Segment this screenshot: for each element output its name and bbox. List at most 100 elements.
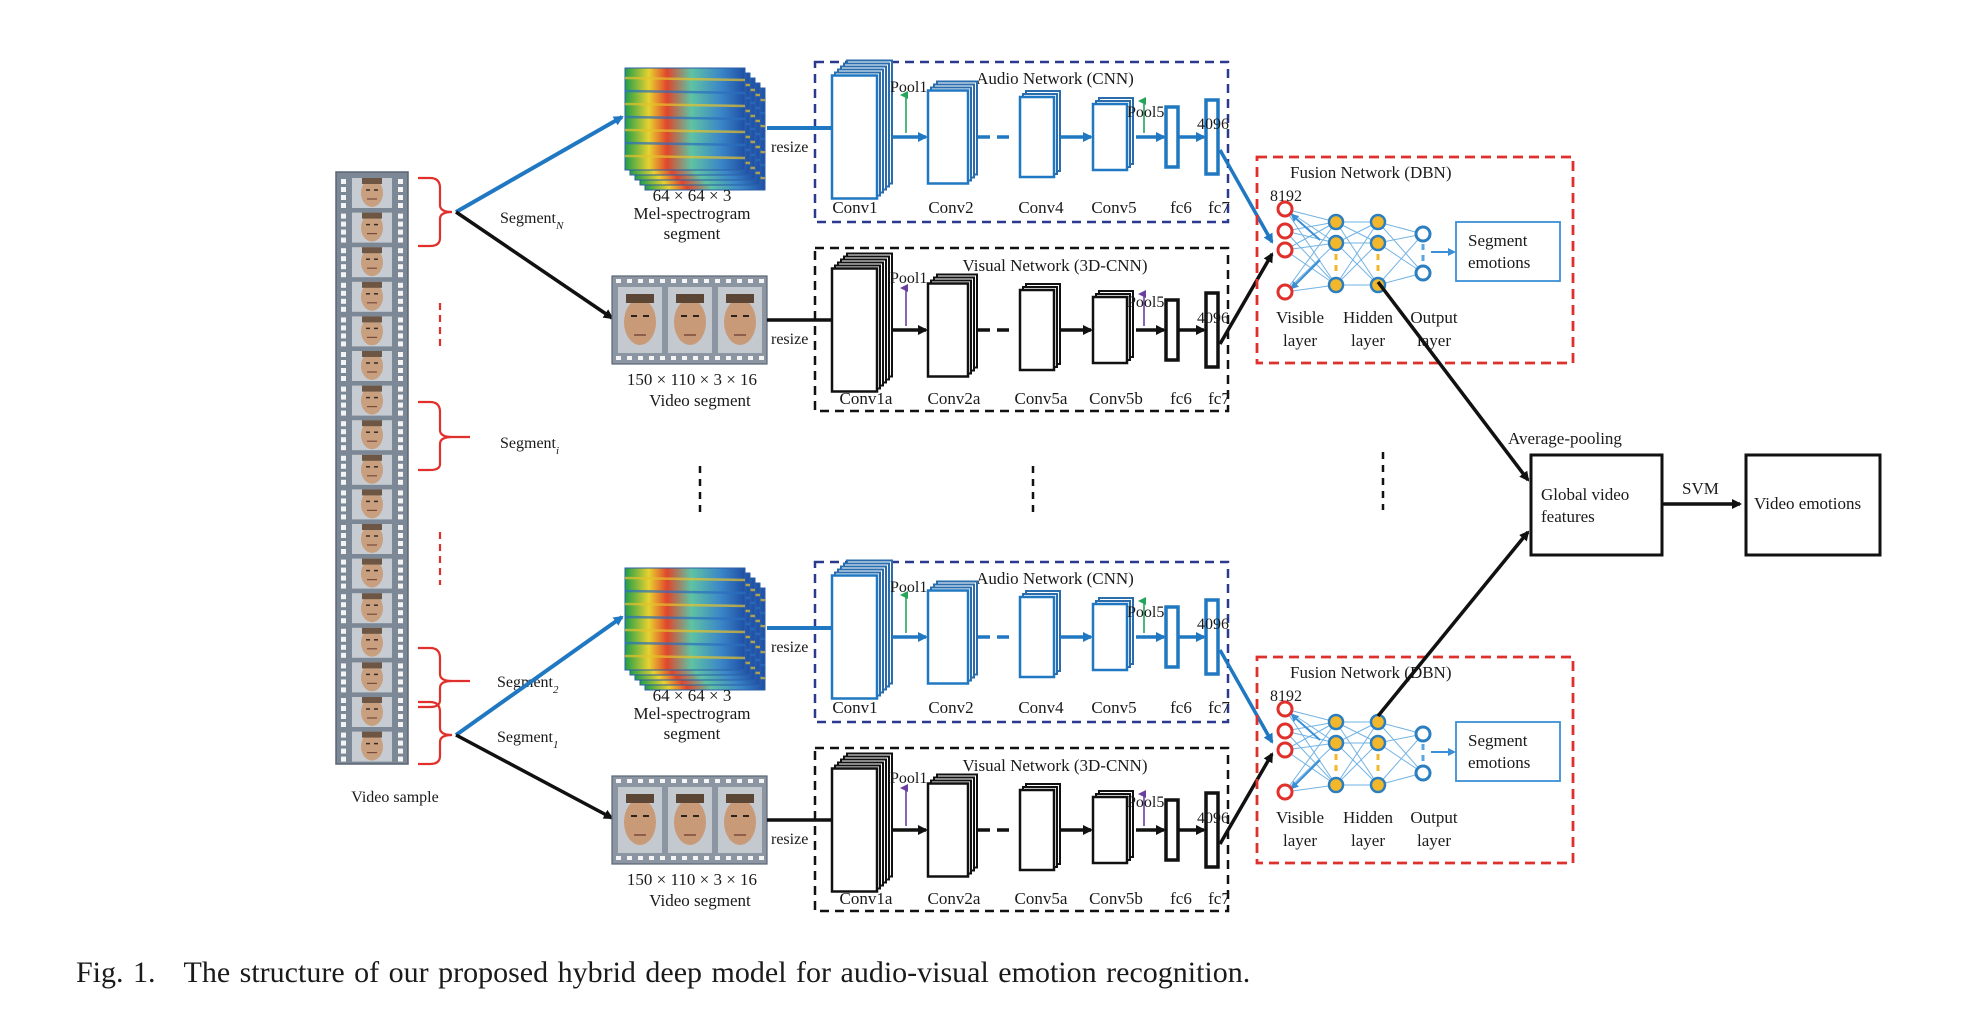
sprocket-hole	[341, 541, 346, 546]
sprocket-hole	[341, 714, 346, 719]
sprocket-hole	[616, 779, 621, 783]
sprocket-hole	[398, 679, 403, 685]
dbn-edge	[1284, 730, 1337, 786]
sprocket-hole	[715, 356, 720, 360]
segment-emotions-word: Segment	[1468, 231, 1528, 250]
segment-1-label: Segment1	[497, 729, 559, 751]
sprocket-hole	[398, 333, 403, 339]
sprocket-hole	[398, 628, 403, 634]
sprocket-hole	[341, 559, 346, 565]
film-frame	[352, 558, 392, 589]
visual-conv-layer	[1091, 295, 1129, 365]
spectrogram-band	[624, 89, 746, 95]
audio-fc-size: 4096	[1197, 616, 1229, 633]
sprocket-hole	[341, 341, 346, 347]
sprocket-hole	[398, 714, 403, 719]
sprocket-hole	[748, 779, 753, 783]
dbn-layer-label-line2: layer	[1283, 331, 1317, 350]
spectrogram-name-line2: segment	[664, 224, 721, 243]
visual-layer-6: fc7	[1208, 889, 1230, 908]
sprocket-hole	[726, 779, 731, 783]
sprocket-hole	[682, 779, 687, 783]
output-node	[1414, 264, 1432, 282]
visual-conv-layer	[830, 267, 879, 393]
sprocket-hole	[341, 594, 346, 600]
dbn-edge	[1284, 242, 1337, 251]
sprocket-hole	[341, 325, 346, 331]
dbn-backward-arrow	[1290, 713, 1321, 741]
hidden-node	[1327, 276, 1345, 294]
dbn-edge	[1335, 721, 1379, 786]
sprocket-hole	[398, 498, 403, 504]
face	[624, 299, 656, 345]
visual-fc6-bar	[1164, 798, 1180, 862]
spectrogram-band	[624, 115, 746, 121]
hair	[362, 697, 382, 703]
face-thumbnail	[361, 628, 383, 657]
sprocket-hole	[398, 514, 403, 520]
spectrogram-band	[624, 154, 746, 160]
dbn-backward-arrow	[1290, 259, 1321, 290]
segment-braces	[418, 176, 470, 766]
hair	[676, 794, 704, 803]
sprocket-hole	[682, 279, 687, 283]
audio-conv-layer	[1018, 95, 1056, 179]
hair	[726, 294, 754, 303]
sprocket-hole	[398, 352, 403, 357]
sprocket-hole	[398, 317, 403, 323]
sprocket-hole	[398, 402, 403, 408]
hair	[362, 558, 382, 565]
audio-conv-stack-4	[1091, 597, 1134, 672]
sprocket-hole	[398, 179, 403, 184]
audio-layer-2: Conv2	[928, 698, 973, 717]
visual-fc7-bar	[1204, 791, 1220, 869]
hidden-node	[1327, 213, 1345, 231]
visual-network-title: Visual Network (3D-CNN)	[963, 756, 1148, 775]
arrow-top-dbn-to-pooling	[1376, 280, 1530, 482]
output-node	[1414, 225, 1432, 243]
sprocket-hole	[341, 333, 346, 339]
dbn-edge	[1284, 230, 1337, 286]
face-thumbnail	[361, 525, 383, 553]
sprocket-hole	[398, 549, 403, 554]
visual-to-dbn-arrow	[1218, 252, 1274, 345]
film-frame	[352, 178, 392, 208]
sprocket-hole	[759, 779, 764, 783]
arrow-bottom-dbn-to-pooling	[1376, 530, 1530, 718]
hair	[362, 627, 382, 634]
visual-to-dbn-arrow	[1218, 752, 1274, 845]
face	[674, 799, 706, 845]
sprocket-hole	[341, 248, 346, 254]
sprocket-hole	[341, 628, 346, 634]
sprocket-hole	[398, 575, 403, 581]
sprocket-hole	[737, 279, 742, 283]
caption-fig-number: Fig. 1.	[76, 956, 156, 989]
audio-to-dbn-arrow	[1218, 649, 1274, 744]
dbn-backward-arrow	[1290, 759, 1321, 790]
sprocket-hole	[341, 618, 346, 624]
audio-conv-layer	[1091, 102, 1129, 172]
spectrogram-band	[624, 576, 746, 582]
sprocket-hole	[398, 490, 403, 496]
audio-network-title: Audio Network (CNN)	[976, 569, 1134, 588]
audio-layer-5: fc6	[1170, 698, 1192, 717]
sprocket-hole	[627, 279, 632, 283]
spectrogram-band	[624, 102, 746, 108]
visual-layer-1: Conv1a	[840, 889, 893, 908]
sprocket-hole	[693, 856, 698, 860]
hair	[362, 731, 382, 738]
audio-fc6-bar	[1164, 605, 1180, 669]
sprocket-hole	[341, 514, 346, 520]
sprocket-hole	[341, 533, 346, 538]
visible-node	[1276, 283, 1294, 301]
sprocket-hole	[341, 402, 346, 408]
dbn-layer-label-line2: layer	[1283, 831, 1317, 850]
sprocket-hole	[398, 471, 403, 477]
sprocket-hole	[627, 779, 632, 783]
audio-conv-layer	[830, 74, 879, 200]
spectrogram-band	[624, 141, 746, 147]
